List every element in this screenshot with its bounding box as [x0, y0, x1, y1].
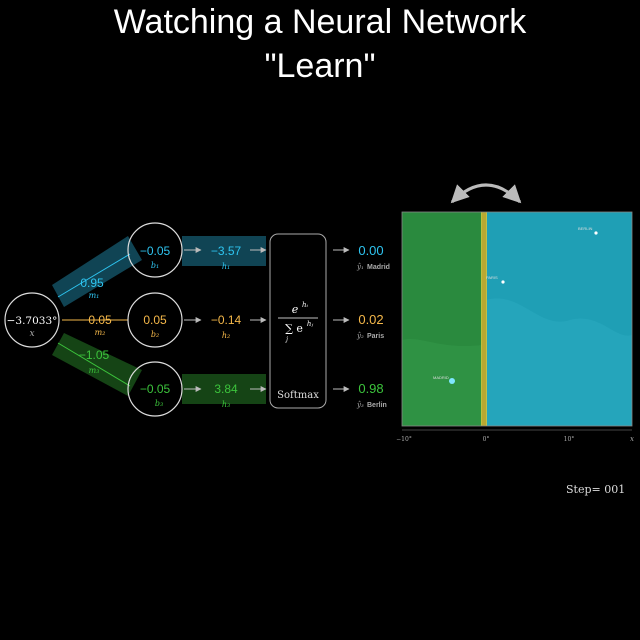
city-label-berlin: BERLIN: [578, 226, 593, 231]
map-tick-10: 10°: [564, 436, 575, 443]
decision-boundary: [481, 212, 487, 426]
output-2-var: ŷ₂: [356, 332, 364, 340]
softmax-denominator: ∑ e: [285, 322, 303, 335]
output-1-var: ŷ₁: [356, 263, 364, 271]
hidden-2-out-var: h₂: [222, 331, 230, 340]
softmax-numerator-sup: hᵢ: [302, 301, 309, 309]
output-3-var: ŷ₃: [356, 401, 364, 409]
weight-1-value: 0.95: [80, 276, 104, 290]
hidden-3-out-var: h₃: [222, 400, 230, 409]
weight-3-var: m₃: [89, 366, 100, 375]
hidden-1-bias-var: b₁: [151, 261, 159, 270]
hidden-node-3: [127, 361, 183, 417]
weight-2-var: m₂: [95, 328, 106, 337]
hidden-node-2: [127, 292, 183, 348]
softmax-label: Softmax: [277, 390, 319, 401]
output-3-city: Berlin: [367, 402, 387, 409]
weight-line-3: [57, 342, 131, 387]
city-label-paris: PARIS: [486, 275, 498, 280]
output-2-city: Paris: [367, 333, 384, 340]
hidden-2-bias-var: b₂: [151, 330, 159, 339]
hidden-1-out: −3.57: [211, 244, 242, 258]
city-marker-paris: [501, 280, 505, 284]
output-3-value: 0.98: [358, 381, 383, 396]
map-axis-var: x: [630, 435, 634, 443]
input-node: [4, 292, 60, 348]
hidden-node-1: [127, 222, 183, 278]
map-tick-0: 0°: [483, 436, 490, 443]
weight-2-value: 0.05: [88, 313, 112, 327]
page-title: Watching a Neural Network "Learn": [0, 0, 640, 88]
output-1-city: Madrid: [367, 264, 390, 271]
weight-line-1: [57, 253, 131, 298]
title-line-1: Watching a Neural Network: [113, 3, 527, 41]
input-value: −3.7033°: [7, 315, 58, 327]
map-tick-neg10: −10°: [396, 436, 412, 443]
softmax-sum-index: j: [284, 336, 288, 343]
output-1-value: 0.00: [358, 243, 383, 258]
output-2-value: 0.02: [358, 312, 383, 327]
map-land-shading-left: [402, 338, 482, 426]
step-counter: Step= 001: [566, 483, 626, 496]
city-label-madrid: MADRID: [433, 375, 449, 380]
map-land-shading: [486, 298, 632, 426]
weight-1-var: m₁: [89, 291, 100, 300]
softmax-box: [269, 233, 327, 409]
softmax-numerator: e: [292, 303, 299, 316]
hidden-3-bias: −0.05: [140, 382, 171, 396]
decision-map: BERLIN PARIS MADRID: [401, 211, 633, 427]
swap-arrow-icon: [450, 183, 522, 204]
input-var: x: [29, 329, 34, 339]
hidden-3-bias-var: b₃: [155, 399, 163, 408]
weight-band-1: [52, 236, 142, 307]
weight-3-value: −1.05: [79, 348, 110, 362]
softmax-denominator-sup: hⱼ: [307, 320, 314, 328]
hidden-3-out: 3.84: [214, 382, 238, 396]
city-marker-madrid: [449, 378, 455, 384]
city-marker-berlin: [594, 231, 598, 235]
hidden-2-bias: 0.05: [143, 313, 167, 327]
hidden-1-bias: −0.05: [140, 244, 171, 258]
map-frame: [401, 211, 633, 427]
hidden-2-out: −0.14: [211, 313, 242, 327]
title-line-2: "Learn": [264, 47, 376, 85]
hidden-1-out-var: h₁: [222, 262, 230, 271]
